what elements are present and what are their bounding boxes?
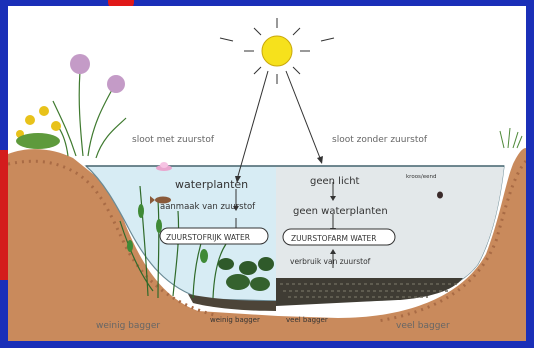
label-oxygen-rich: ZUURSTOFRIJK WATER xyxy=(166,233,250,242)
label-duckweed: kroos/eend xyxy=(406,174,437,180)
label-much-sludge-center: veel bagger xyxy=(286,316,328,324)
label-little-sludge-center: weinig bagger xyxy=(210,316,260,324)
allium-flower-icon xyxy=(70,54,90,74)
label-little-sludge-left: weinig bagger xyxy=(96,321,160,331)
ditch-illustration: sloot met zuurstof sloot zonder zuurstof… xyxy=(8,6,526,341)
label-right-ditch: sloot zonder zuurstof xyxy=(332,135,428,145)
label-no-waterplants: geen waterplanten xyxy=(293,206,388,217)
label-waterplants: waterplanten xyxy=(175,178,248,191)
label-oxygen-consumption: verbruik van zuurstof xyxy=(290,257,371,266)
label-oxygen-poor: ZUURSTOFARM WATER xyxy=(291,234,376,243)
label-left-ditch: sloot met zuurstof xyxy=(132,135,215,145)
allium-flower-icon-2 xyxy=(107,75,125,93)
label-no-light: geen licht xyxy=(310,176,360,187)
label-oxygen-production: aanmaak van zuurstof xyxy=(160,202,256,212)
label-much-sludge-right: veel bagger xyxy=(396,321,450,331)
beetle-icon xyxy=(437,192,443,199)
